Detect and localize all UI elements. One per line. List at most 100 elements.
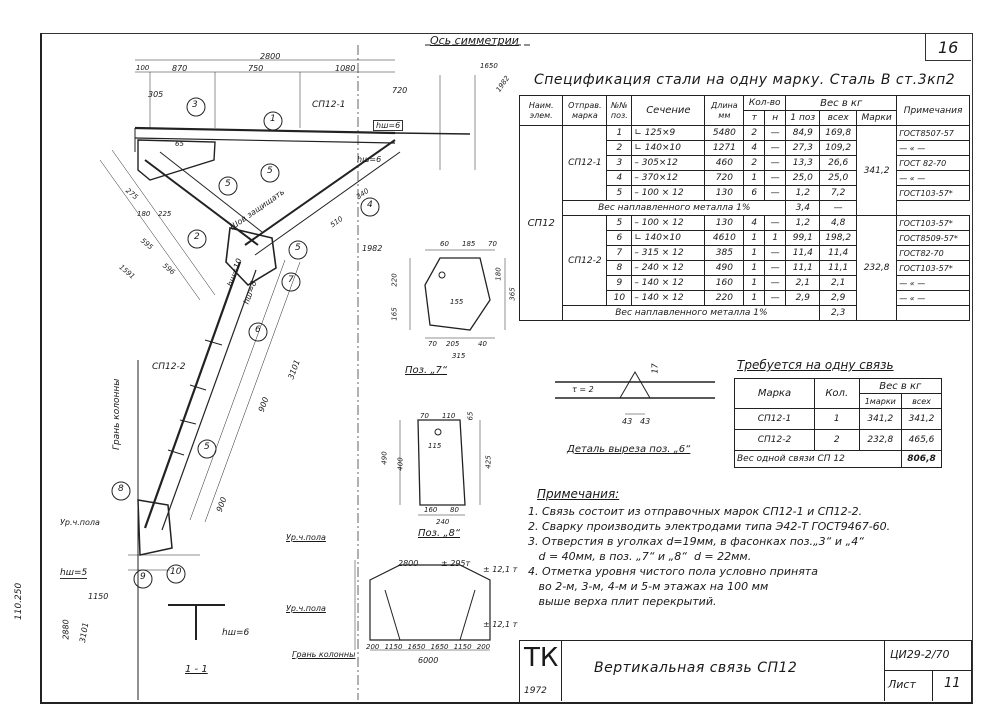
pos7-dim-5: 365 [508, 287, 517, 301]
dim-1150: 1150 [88, 592, 109, 601]
title-sheet-label: Лист [888, 678, 916, 691]
cut-dim-b: 43 [640, 417, 651, 426]
spec-cell-w1: 2,1 [785, 275, 821, 291]
spec-cell-len: 160 [704, 275, 745, 291]
spec-cell-w1: 11,1 [785, 260, 821, 276]
spec-cell-pos: 4 [606, 170, 633, 186]
spec-cell-sec: – 240 × 12 [631, 260, 706, 276]
spec-cell-sec: – 140 × 12 [631, 290, 706, 306]
spec-cell-w1: 1,2 [785, 215, 821, 231]
dim-100: 100 [136, 64, 150, 72]
h-w-one: 1 поз [785, 110, 821, 126]
spec-cell-note: — « — [896, 170, 970, 186]
dim-180: 180 [137, 210, 151, 218]
spec-cell-note: ГОСТ 82-70 [896, 155, 970, 171]
spec-cell-pos: 6 [606, 230, 633, 246]
sheet-number-top: 16 [938, 38, 959, 57]
link-row-qty: 2 [813, 429, 860, 451]
spec-cell-len: 460 [704, 155, 745, 171]
cut-dim-a: 43 [622, 417, 633, 426]
spec-cell-w1: 13,3 [785, 155, 821, 171]
spec-cell-sec: ∟ 125×9 [631, 125, 706, 141]
spec-weld-row: Вес наплавленного металла 1%3,4— [520, 200, 970, 216]
note-item: 1. Связь состоит из отправочных марок СП… [528, 505, 863, 518]
pos7-dim-6: 180 [494, 267, 503, 281]
link-total-value: 806,8 [901, 450, 942, 468]
spec-table: Наим. элем. Отправ. марка №№ поз. Сечени… [518, 95, 970, 321]
h-w-mark: Марки [855, 110, 898, 126]
callout-10: 10 [170, 567, 182, 577]
label-floor-mid: Ур.ч.пола [286, 533, 326, 542]
link-total-label: Вес одной связи СП 12 [733, 450, 903, 468]
spec-cell-sec: – 315 × 12 [631, 245, 706, 261]
spec-cell-wa: 11,1 [819, 260, 857, 276]
pos7-dim-8: 70 [428, 340, 437, 348]
title-code: ЦИ29-2/70 [890, 648, 950, 661]
pos7-dim-7: 165 [390, 307, 399, 321]
dim-720: 720 [392, 86, 408, 95]
note-item: 3. Отверстия в уголках d=19мм, в фасонка… [528, 535, 864, 548]
link-table: Марка Кол. Вес в кг 1марки всех СП12-1 1… [733, 378, 943, 468]
dim-6000: 6000 [418, 656, 439, 665]
spec-cell-wa: 2,1 [819, 275, 857, 291]
spec-cell-n: — [764, 155, 787, 171]
callout-7: 7 [288, 275, 294, 285]
spec-cell-t: 4 [743, 215, 766, 231]
dim-870: 870 [172, 64, 188, 73]
spec-cell-sec: ∟ 140×10 [631, 230, 706, 246]
spec-cell-pos: 5 [606, 185, 633, 201]
h-elem: Наим. элем. [518, 95, 564, 126]
spec-cell-t: 1 [743, 170, 766, 186]
pos7-dim-10: 40 [478, 340, 487, 348]
label-sp12-1: СП12-1 [312, 100, 346, 110]
label-hw5: hш=5 [60, 568, 88, 579]
pos8-dim-0: 70 [420, 412, 429, 420]
note-item: d = 40мм, в поз. „7“ и „8“ d = 22мм. [528, 550, 752, 563]
spec-weld-label: Вес наплавленного металла 1% [562, 200, 787, 216]
pos7-dim-2: 70 [488, 240, 497, 248]
callout-9: 9 [140, 572, 146, 582]
dim-65: 65 [175, 140, 184, 148]
note-item: 2. Сварку производить электродами типа Э… [528, 520, 891, 533]
dim-121-top: ± 12,1 т [483, 565, 518, 574]
h-qty-t: т [743, 110, 766, 126]
spec-cell-n: — [764, 275, 787, 291]
spec-cell-n: — [764, 215, 787, 231]
spec-cell-pos: 2 [606, 140, 633, 156]
spec-mark-weight: 232,8 [855, 215, 898, 321]
spec-cell-pos: 7 [606, 245, 633, 261]
spec-cell-sec: – 100 × 12 [631, 185, 706, 201]
spec-cell-pos: 9 [606, 275, 633, 291]
spec-cell-sec: – 140 × 12 [631, 275, 706, 291]
spec-cell-t: 1 [743, 275, 766, 291]
spec-cell-wa: 198,2 [819, 230, 857, 246]
note-item: выше верха плит перекрытий. [528, 595, 717, 608]
callout-4: 4 [367, 200, 373, 210]
title-sheet-no: 11 [944, 676, 961, 691]
pos8-dim-2: 65 [466, 411, 475, 421]
label-floor-mid2: Ур.ч.пола [286, 604, 326, 613]
spec-cell-note: — « — [896, 275, 970, 291]
spec-cell-n: — [764, 290, 787, 306]
title-block-org-cell [519, 640, 562, 701]
spec-cell-t: 4 [743, 140, 766, 156]
spec-cell-pos: 10 [606, 290, 633, 306]
spec-cell-w1: 84,9 [785, 125, 821, 141]
spec-title: Спецификация стали на одну марку. Сталь … [534, 72, 956, 88]
callout-1: 1 [270, 114, 276, 124]
label-column-face: Грань колонны [112, 378, 122, 450]
h-mark: Отправ. марка [562, 95, 608, 126]
spec-cell-w1: 27,3 [785, 140, 821, 156]
spec-cell-len: 5480 [704, 125, 745, 141]
spec-cell-t: 2 [743, 125, 766, 141]
callout-5a: 5 [225, 179, 231, 189]
label-sp12-2: СП12-2 [152, 362, 186, 372]
cut-dim-h: 17 [650, 363, 660, 374]
note-item: во 2-м, 3-м, 4-м и 5-м этажах на 100 мм [528, 580, 769, 593]
spec-cell-wa: 26,6 [819, 155, 857, 171]
spec-cell-note: ГОСТ8509-57* [896, 230, 970, 246]
spec-cell-n: — [764, 140, 787, 156]
